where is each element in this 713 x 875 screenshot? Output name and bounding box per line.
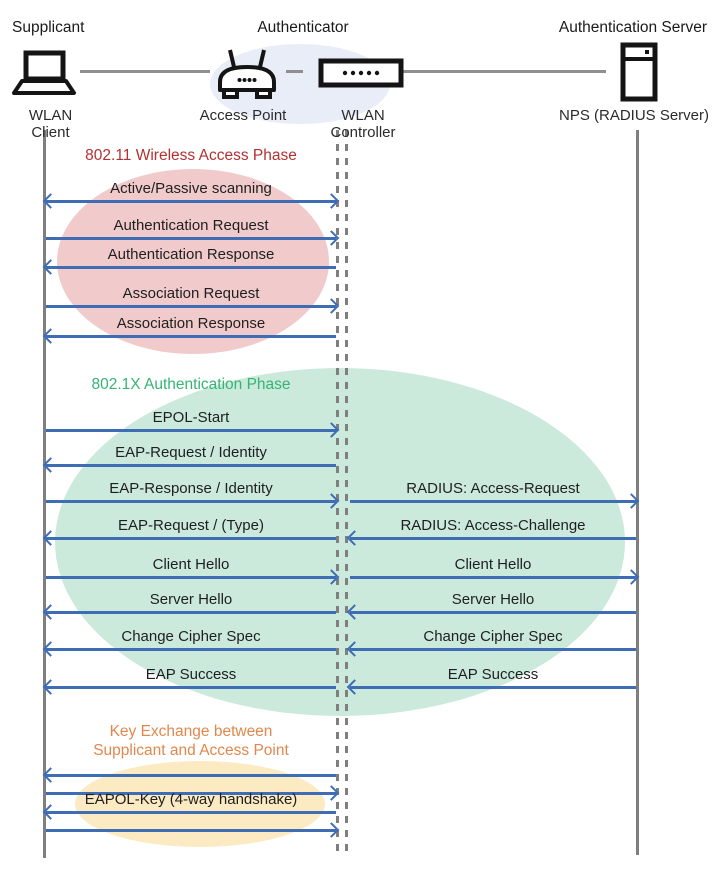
access-point-icon xyxy=(218,49,276,99)
msg-label: Client Hello xyxy=(454,556,532,573)
lifeline-wlan-client xyxy=(43,130,46,858)
arrow-line xyxy=(46,464,336,467)
arrow-line xyxy=(350,537,636,540)
arrow-line xyxy=(350,686,636,689)
device-label-nps-radius: NPS (RADIUS Server) xyxy=(558,107,710,124)
phase2-ellipse xyxy=(55,368,625,716)
arrow-line xyxy=(46,305,336,308)
device-label-wlan-controller: WLAN Controller xyxy=(330,107,396,141)
msg-label: EPOL-Start xyxy=(152,409,230,426)
arrow-line xyxy=(46,537,336,540)
arrow-line xyxy=(350,576,636,579)
arrow-line xyxy=(46,576,336,579)
msg-label: Authentication Request xyxy=(113,217,269,234)
lifeline-wlan-controller-left xyxy=(336,130,339,852)
server-icon xyxy=(620,42,658,102)
arrow-line xyxy=(46,686,336,689)
msg-label: Active/Passive scanning xyxy=(110,180,272,197)
msg-label: EAP Success xyxy=(447,666,539,683)
msg-label: Server Hello xyxy=(451,591,535,608)
msg-label: Association Response xyxy=(116,315,266,332)
arrow-line xyxy=(350,500,636,503)
connector-dash xyxy=(286,70,303,73)
arrow-line xyxy=(46,429,336,432)
msg-label: EAP-Request / (Type) xyxy=(118,517,264,534)
arrow-line xyxy=(46,829,336,832)
msg-label: EAPOL-Key (4-way handshake) xyxy=(84,791,298,808)
role-authenticator: Authenticator xyxy=(257,19,349,36)
role-supplicant: Supplicant xyxy=(12,19,85,36)
connector-segment xyxy=(80,70,210,73)
connector-segment xyxy=(390,70,606,73)
device-label-wlan-client: WLAN Client xyxy=(28,107,73,141)
arrow-line xyxy=(46,266,336,269)
msg-label: Client Hello xyxy=(152,556,230,573)
arrow-line xyxy=(46,611,336,614)
laptop-icon xyxy=(12,50,76,95)
msg-label: EAP Success xyxy=(145,666,237,683)
arrow-line xyxy=(350,648,636,651)
msg-label: RADIUS: Access-Request xyxy=(406,480,580,497)
msg-label: Server Hello xyxy=(149,591,233,608)
lifeline-wlan-controller-right xyxy=(345,130,348,852)
msg-label: RADIUS: Access-Challenge xyxy=(400,517,586,534)
msg-label: Change Cipher Spec xyxy=(121,628,261,645)
arrow-line xyxy=(350,611,636,614)
arrow-line xyxy=(46,500,336,503)
msg-label: EAP-Request / Identity xyxy=(115,444,267,461)
arrow-line xyxy=(46,774,336,777)
arrow-line xyxy=(46,200,336,203)
device-label-access-point: Access Point xyxy=(199,107,287,124)
phase3-title: Key Exchange between Supplicant and Acce… xyxy=(46,722,336,760)
msg-label: Authentication Response xyxy=(107,246,275,263)
arrow-line xyxy=(46,811,336,814)
phase1-title: 802.11 Wireless Access Phase xyxy=(85,147,297,164)
msg-label: Change Cipher Spec xyxy=(423,628,563,645)
role-authentication-server: Authentication Server xyxy=(558,19,708,36)
phase3-title-line2: Supplicant and Access Point xyxy=(93,742,289,759)
msg-label: EAP-Response / Identity xyxy=(109,480,273,497)
arrow-line xyxy=(46,648,336,651)
lifeline-nps-server xyxy=(636,130,639,855)
phase3-title-line1: Key Exchange between xyxy=(109,723,273,740)
arrow-line xyxy=(46,792,336,795)
arrow-line xyxy=(46,335,336,338)
wlan-controller-icon xyxy=(318,58,404,88)
msg-label: Association Request xyxy=(122,285,260,302)
arrow-line xyxy=(46,237,336,240)
phase2-title: 802.1X Authentication Phase xyxy=(91,376,291,393)
